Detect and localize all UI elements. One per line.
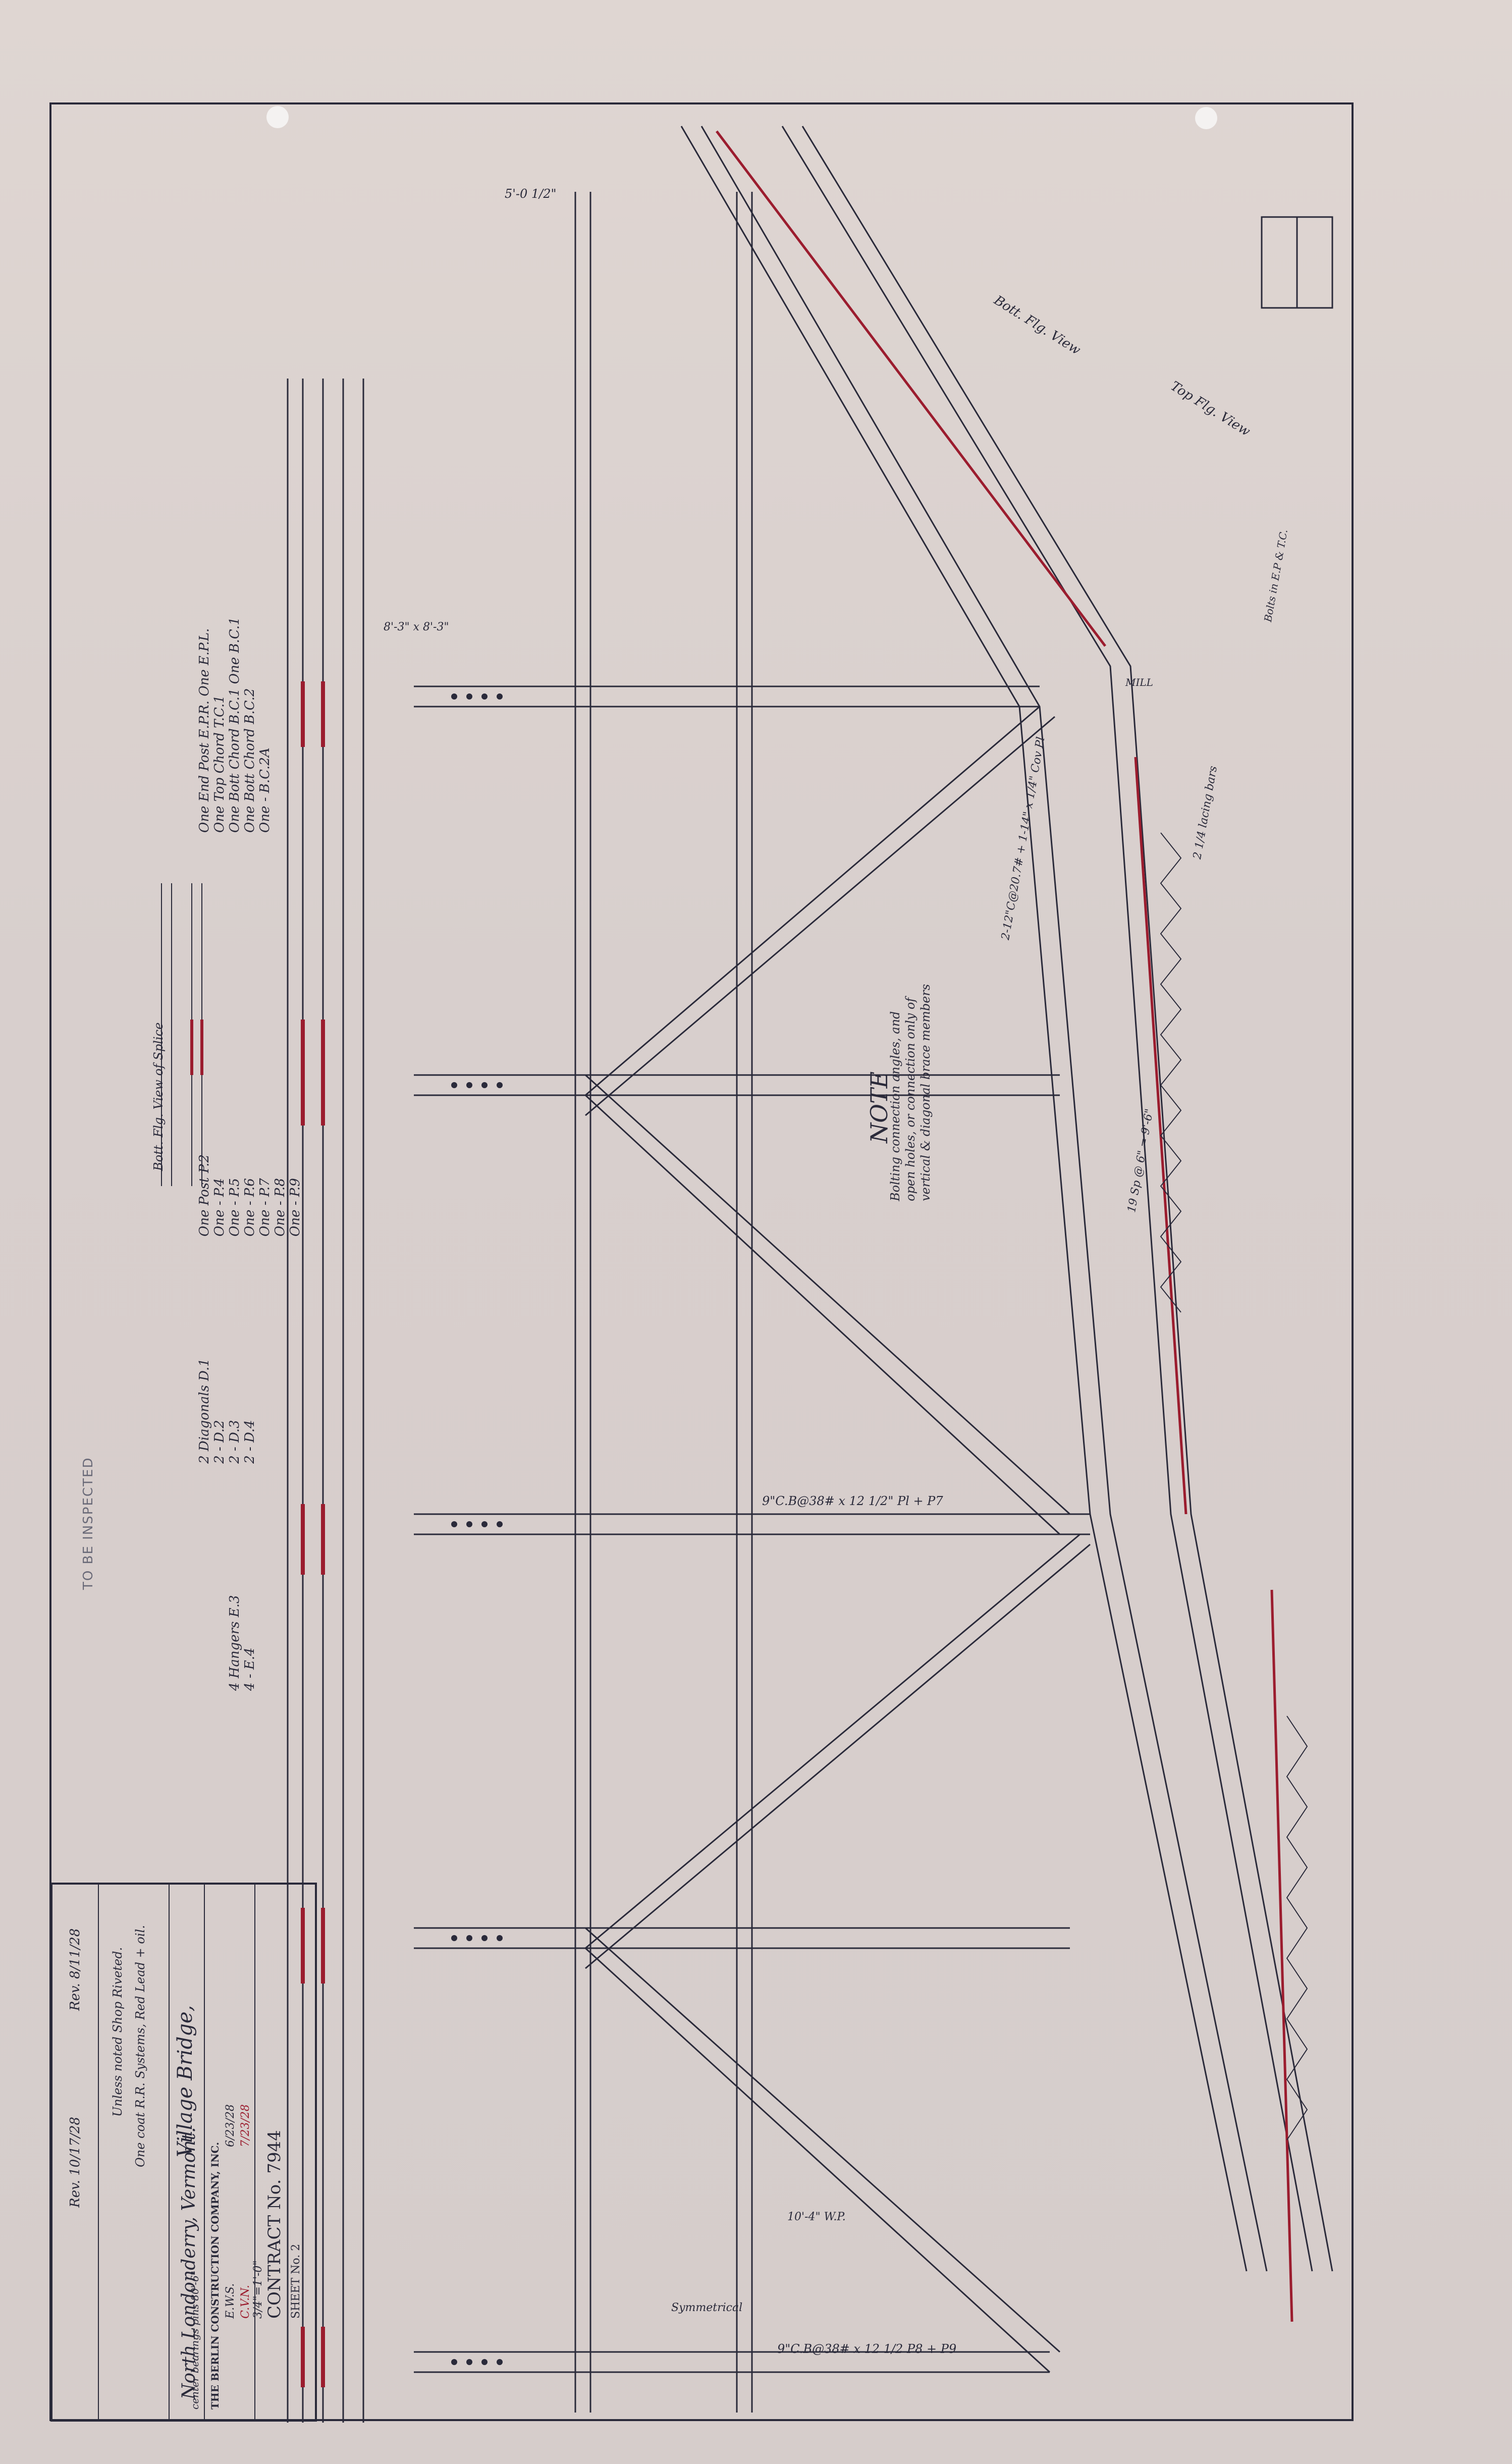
top-chord [680, 126, 1333, 2272]
note-line: Bolting connection angles, and [888, 1011, 902, 1201]
sheet-number: SHEET No. 2 [290, 2243, 302, 2319]
schedule-row: One - B.C.2A [257, 747, 273, 833]
company-name: THE BERLIN CONSTRUCTION COMPANY, INC. [209, 2142, 221, 2409]
scale: 3/4"=1'-0" [252, 2260, 264, 2319]
title-block-divider [98, 1885, 99, 2420]
bottom-chord-red [301, 681, 325, 2387]
paint-note: One coat R.R. Systems, Red Lead + oil. [133, 1925, 147, 2167]
schedule-row: One End Post E.P.R. One E.P.L. [197, 628, 212, 833]
sheet-border [49, 102, 1354, 2421]
label-bottom-dim: 9"C.B@38# x 12 1/2 P8 + P9 [777, 2342, 957, 2356]
span-note: center bearings pins 80'-6" [189, 2271, 201, 2409]
label-symmetrical: Symmetrical [671, 2301, 743, 2314]
schedule-row: One - P.7 [257, 1178, 273, 1237]
drawn-by: E.W.S. [224, 2283, 237, 2319]
schedule-row: One Bott Chord B.C.2 [242, 688, 257, 833]
schedule-row: One - P.5 [227, 1178, 242, 1237]
note-line: vertical & diagonal brace members [919, 984, 933, 1201]
contract-number: CONTRACT No. 7944 [264, 2130, 285, 2319]
schedule-row: 2 - D.3 [227, 1420, 242, 1464]
checked-by: C.V.N. [239, 2285, 252, 2319]
rivet-groups [451, 693, 503, 2365]
note-line: open holes, or connection only of [903, 997, 917, 1201]
revision-2: Rev. 10/17/28 [68, 2117, 83, 2208]
drawn-date: 6/23/28 [224, 2104, 237, 2147]
shop-note: Unless noted Shop Riveted. [111, 1947, 125, 2117]
label-bott-flg-view-splice: Bott. Flg. View of Splice [151, 1022, 166, 1171]
schedule-row: One - P.6 [242, 1178, 257, 1237]
label-pin-plates: 9"C.B@38# x 12 1/2" Pl + P7 [762, 1494, 943, 1508]
revision-1: Rev. 8/11/28 [68, 1928, 83, 2011]
top-flg-view [1261, 216, 1333, 309]
splice-detail [161, 883, 202, 1186]
label-mill: MILL [1125, 676, 1153, 688]
lacing [1160, 832, 1308, 2140]
label-dim: 5'-0 1/2" [505, 187, 557, 201]
schedule-row: One Bott Chord B.C.1 One B.C.1 [227, 617, 242, 833]
checked-date: 7/23/28 [239, 2104, 252, 2147]
title-block: Rev. 8/11/28 Rev. 10/17/28 Unless noted … [50, 1883, 317, 2422]
label-hanger-span: 8'-3" x 8'-3" [384, 621, 449, 633]
hangers [574, 192, 753, 2413]
schedule-row: One Post P.2 [197, 1154, 212, 1237]
schedule-row: One - P.8 [273, 1178, 288, 1237]
schedule-row: 4 Hangers E.3 [227, 1595, 242, 1691]
inspection-stamp: TO BE INSPECTED [81, 1457, 96, 1590]
schedule-row: 4 - E.4 [242, 1647, 257, 1691]
schedule-row: 2 - D.4 [242, 1420, 257, 1464]
splice-detail-red [190, 1020, 203, 1075]
label-wp: 10'-4" W.P. [787, 2211, 846, 2223]
punch-hole [266, 106, 289, 128]
schedule-row: One - P.4 [212, 1178, 227, 1237]
punch-hole [1195, 107, 1217, 129]
title-block-divider [254, 1885, 255, 2420]
schedule-row: One - P.9 [288, 1178, 303, 1237]
schedule-row: 2 - D.2 [212, 1420, 227, 1464]
schedule-row: One Top Chord T.C.1 [212, 695, 227, 833]
title-block-divider [204, 1885, 205, 2420]
diagonals [584, 706, 1091, 2373]
schedule-row: 2 Diagonals D.1 [197, 1358, 212, 1464]
title-block-divider [169, 1885, 170, 2420]
